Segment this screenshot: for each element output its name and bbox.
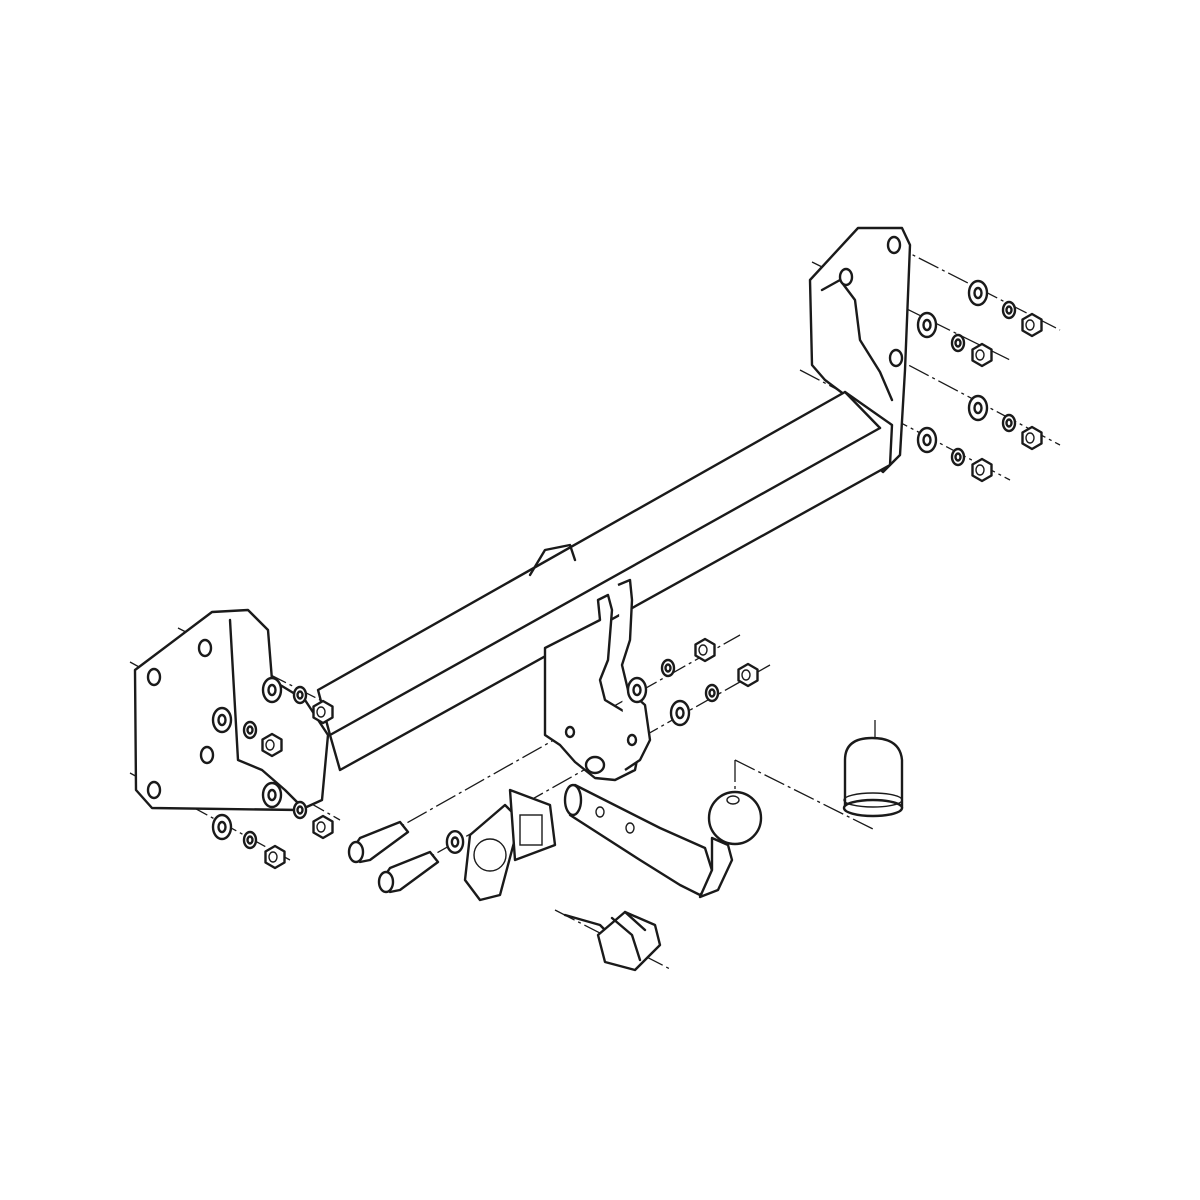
center-hitch-bracket (543, 578, 652, 782)
towball (707, 790, 763, 846)
bolt-hole (146, 667, 162, 687)
bolt-hole (146, 780, 162, 800)
washer-hole (217, 713, 227, 727)
washer-hole (954, 452, 962, 462)
bolt-hole (626, 733, 638, 747)
nut-thread (741, 669, 751, 681)
hex-nut (312, 699, 334, 725)
towball-cover-cap (842, 736, 904, 818)
hex-nut (971, 457, 993, 483)
washer-hole (246, 835, 254, 845)
left-mounting-bracket (133, 608, 330, 812)
hex-nut (261, 732, 283, 758)
nut-thread (975, 349, 985, 361)
crossbar-tube (316, 390, 894, 772)
washer-hole (675, 706, 685, 720)
bolt-hole (199, 745, 215, 765)
hex-nut (264, 844, 286, 870)
right-mounting-bracket (808, 226, 912, 474)
hex-nut (971, 342, 993, 368)
bolt-hole (886, 235, 902, 255)
electrical-socket-plate (463, 788, 557, 902)
washer-hole (1005, 418, 1013, 428)
nut-thread (975, 464, 985, 476)
washer-hole (922, 318, 932, 332)
hitch-bolt (347, 820, 410, 864)
washer-hole (296, 690, 304, 700)
towball-neck (563, 783, 734, 899)
nut-thread (1025, 432, 1035, 444)
bolt-hole (564, 725, 576, 739)
nut-thread (698, 644, 708, 656)
nut-thread (1025, 319, 1035, 331)
washer-hole (267, 788, 277, 802)
washer-hole (246, 725, 254, 735)
washer-hole (450, 836, 460, 848)
bolt-hole (888, 348, 904, 368)
nut-thread (316, 706, 326, 718)
hex-nut (1021, 312, 1043, 338)
washer-hole (217, 820, 227, 834)
hex-nut (1021, 425, 1043, 451)
washer-hole (973, 286, 983, 300)
hex-nut (737, 662, 759, 688)
washer-hole (296, 805, 304, 815)
nut-thread (268, 851, 278, 863)
washer-hole (1005, 305, 1013, 315)
fastener-hardware (211, 279, 1043, 870)
bolt-hole (838, 267, 854, 287)
washer-hole (632, 683, 642, 697)
bolt-hole (584, 755, 606, 775)
nut-thread (265, 739, 275, 751)
washer-hole (922, 433, 932, 447)
washer-hole (954, 338, 962, 348)
bolt-hole (197, 638, 213, 658)
nut-thread (316, 821, 326, 833)
electrical-connector-plug (563, 910, 662, 972)
washer-hole (664, 663, 672, 673)
washer-hole (973, 401, 983, 415)
washer-hole (267, 683, 277, 697)
hitch-bolt (377, 850, 440, 894)
hex-nut (312, 814, 334, 840)
washer-hole (708, 688, 716, 698)
hex-nut (694, 637, 716, 663)
